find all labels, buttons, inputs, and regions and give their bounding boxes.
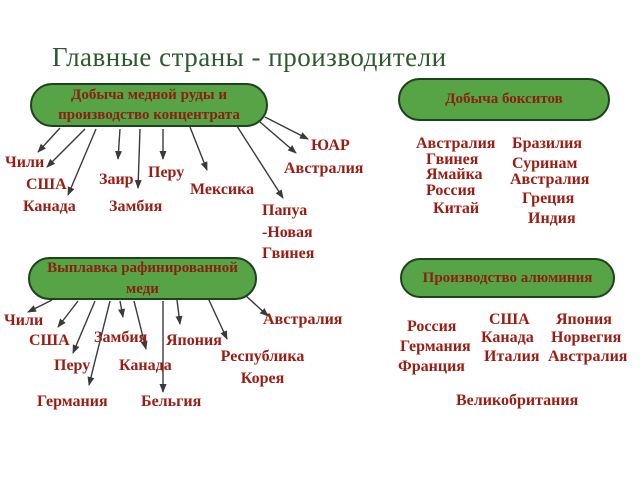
country-label: Китай [433,200,480,217]
country-label: Канада [481,329,534,346]
country-label: Суринам [512,155,578,172]
country-label: Канада [23,198,76,215]
country-label: Япония [166,332,222,349]
country-label: Чили [4,312,44,329]
country-label: США [489,311,530,328]
country-label: Замбия [109,198,163,215]
country-label: Италия [484,348,540,365]
country-label: Великобритания [456,392,579,409]
country-label: Россия [426,182,476,199]
country-label: Перу [54,357,91,374]
country-label: Республика Корея [220,348,305,387]
country-label: Австралия [263,311,343,328]
country-label: Индия [528,210,576,227]
country-label: Япония [556,311,612,328]
country-label: США [26,176,67,193]
country-label: Германия [37,393,108,410]
country-label: Папуа -Новая Гвинея [262,202,315,263]
country-label: США [29,332,70,349]
country-label: Перу [148,164,185,181]
country-label: Ямайка [426,166,483,183]
box-aluminum: Производство алюминия [400,258,615,298]
country-label: Австралия [510,171,590,188]
country-label: Гвинея [426,151,479,168]
country-label: Бельгия [141,393,202,410]
country-label: Замбия [94,329,148,346]
country-label: Чили [5,154,45,171]
country-label: Австралия [416,135,496,152]
country-label: ЮАР [311,137,350,154]
country-label: Заир [99,171,134,188]
box-bauxite: Добыча бокситов [398,78,610,121]
box-bauxite-title: Добыча бокситов [445,91,563,108]
box-refined-copper: Выплавка рафинированной меди [28,257,257,300]
country-label: Австралия [284,160,364,177]
country-label: Норвегия [551,329,622,346]
country-label: Мексика [190,181,255,198]
country-label: Бразилия [512,135,582,152]
country-label: Австралия [548,348,628,365]
country-label: Германия [400,338,471,355]
country-label: Канада [119,357,172,374]
box-copper-ore-title: Добыча медной руды и производство концен… [58,86,240,123]
country-label: Россия [407,318,457,335]
page-title: Главные страны - производители [52,42,447,72]
box-aluminum-title: Производство алюминия [422,269,593,286]
box-refined-copper-title: Выплавка рафинированной меди [47,260,238,297]
country-label: Греция [522,190,575,207]
country-label: Франция [398,358,465,375]
box-copper-ore: Добыча медной руды и производство концен… [30,83,268,127]
